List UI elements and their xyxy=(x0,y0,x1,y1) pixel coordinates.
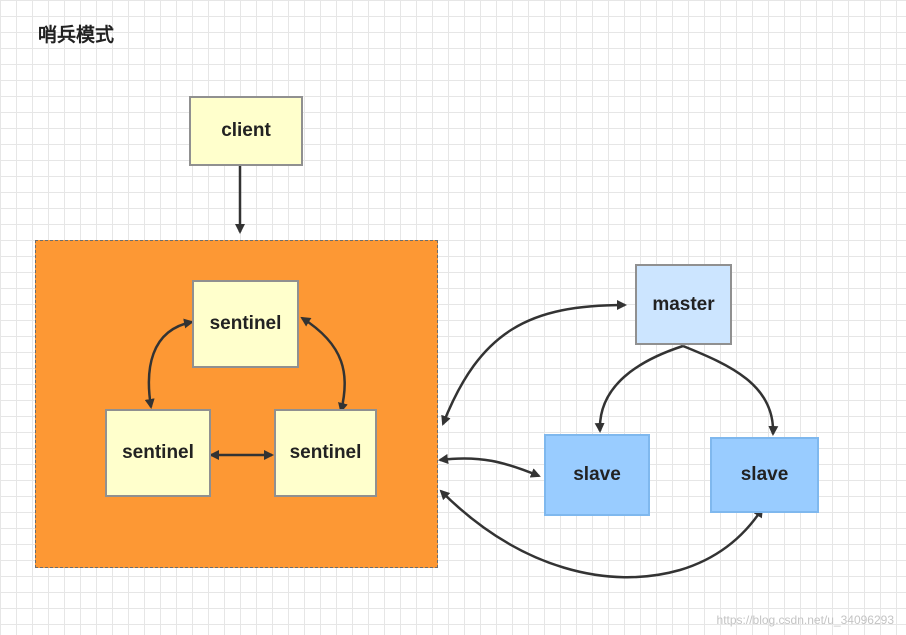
diagram-title: 哨兵模式 xyxy=(38,24,115,46)
client-node: client xyxy=(189,96,303,166)
edge-cluster-slave2 xyxy=(439,489,764,579)
master-node: master xyxy=(635,264,732,345)
sentinel-left-node: sentinel xyxy=(105,409,211,497)
slave-node-2: slave xyxy=(710,437,819,513)
sentinel-right-node: sentinel xyxy=(274,409,377,497)
edge-master-slave2 xyxy=(682,344,779,436)
sentinel-top-node: sentinel xyxy=(192,280,299,368)
sentinel-cluster-group xyxy=(35,240,438,568)
slave-node-1: slave xyxy=(544,434,650,516)
edge-master-slave1 xyxy=(594,344,684,433)
edge-sentinel-top-right xyxy=(300,316,348,413)
edge-cluster-master xyxy=(441,300,627,426)
edge-cluster-slave1 xyxy=(438,454,541,478)
watermark-text: https://blog.csdn.net/u_34096293 xyxy=(716,613,894,627)
edge-sentinel-top-left xyxy=(144,318,194,409)
